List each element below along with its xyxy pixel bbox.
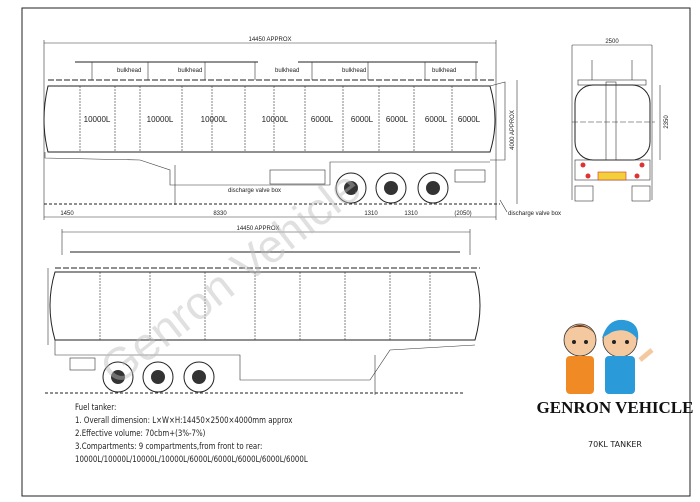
tank-height-dim: 2350 [664, 115, 670, 129]
bulkhead-label: bulkhead [178, 68, 202, 74]
watermark: Genron Vehicle [90, 160, 370, 395]
compartment-label: 10000L [262, 115, 289, 124]
notes-title: Fuel tanker: [75, 403, 117, 413]
compartment-label: 6000L [386, 115, 409, 124]
brand-mascot-logo [563, 319, 654, 394]
wheels [335, 172, 449, 204]
compartment-label: 6000L [458, 115, 481, 124]
note-line: 1. Overall dimension: L×W×H:14450×2500×4… [75, 416, 293, 426]
dim-front-overhang: 1450 [60, 211, 74, 217]
rear-view: 2500 2350 [571, 39, 670, 202]
compartment-label: 10000L [201, 115, 228, 124]
height-dim: 4000 APPROX [510, 110, 516, 150]
bulkhead-label: bulkhead [117, 68, 141, 74]
note-line: 10000L/10000L/10000L/10000L/6000L/6000L/… [75, 455, 308, 465]
brand-name: GENRON VEHICLE [536, 398, 694, 417]
compartment-label: 6000L [311, 115, 334, 124]
overall-length-dim: 14450 APPROX [236, 226, 279, 232]
dim-axle-spacing: 1310 [404, 211, 418, 217]
discharge-valve-label: discharge valve box [228, 188, 281, 194]
discharge-valve-label: discharge valve box [508, 211, 561, 217]
compartment-label: 10000L [84, 115, 111, 124]
width-dim: 2500 [605, 39, 619, 45]
overall-length-dim: 14450 APPROX [248, 37, 291, 43]
side-view-top: 14450 APPROX bulkhead bulkhead bulkhead … [43, 37, 561, 220]
bulkhead-label: bulkhead [275, 68, 299, 74]
dim-wheelbase: 8330 [213, 211, 227, 217]
bulkhead-label: bulkhead [432, 68, 456, 74]
side-view-bottom: 14450 APPROX [45, 226, 481, 395]
bulkhead-label: bulkhead [342, 68, 366, 74]
model-name: 70KL TANKER [587, 440, 642, 449]
specification-notes: Fuel tanker: 1. Overall dimension: L×W×H… [75, 402, 308, 467]
compartment-label: 10000L [147, 115, 174, 124]
dim-axle-spacing: 1310 [364, 211, 378, 217]
dim-rear-overhang: (2050) [454, 211, 471, 217]
note-line: 2.Effective volume: 70cbm+(3%-7%) [75, 429, 206, 439]
note-line: 3.Compartments: 9 compartments,from fron… [75, 442, 263, 452]
compartment-label: 6000L [425, 115, 448, 124]
drawing-frame [21, 7, 691, 497]
compartment-label: 6000L [351, 115, 374, 124]
